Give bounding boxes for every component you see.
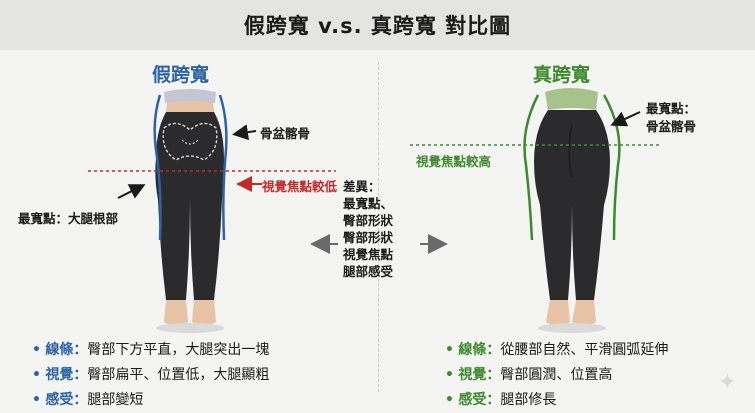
bullet-icon: • bbox=[32, 392, 41, 408]
right-hips bbox=[534, 110, 610, 205]
difference-line: 差異： bbox=[343, 179, 381, 194]
right-foot-r bbox=[572, 300, 596, 326]
bullet-key: 線條 bbox=[458, 342, 487, 358]
list-item: • 視覺：臀部扁平、位置低，大腿顯粗 bbox=[32, 363, 269, 388]
bullet-key: 視覺 bbox=[45, 367, 74, 383]
left-leg-r bbox=[190, 200, 222, 300]
left-figure bbox=[88, 89, 336, 333]
right-foot-l bbox=[546, 300, 570, 326]
bullet-colon: ： bbox=[73, 342, 88, 358]
bullet-colon: ： bbox=[486, 392, 501, 408]
difference-list: 差異： 最寬點、 臀部形狀 臀部形狀 視覺焦點 腿部感受 bbox=[343, 178, 415, 280]
difference-line: 最寬點、 bbox=[343, 196, 394, 211]
right-panel-title: 真跨寬 bbox=[533, 64, 591, 86]
left-top bbox=[164, 89, 216, 103]
sparkle-icon: ✦ bbox=[718, 370, 737, 395]
bullet-key: 感受 bbox=[458, 392, 487, 408]
left-bullet-list: • 線條：臀部下方平直，大腿突出一塊 • 視覺：臀部扁平、位置低，大腿顯粗 • … bbox=[32, 338, 269, 413]
bullet-icon: • bbox=[445, 367, 454, 383]
bullet-icon: • bbox=[445, 342, 454, 358]
list-item: • 感受：腿部修長 bbox=[445, 388, 668, 413]
right-focus-label: 視覺焦點較高 bbox=[416, 154, 492, 169]
bullet-key: 線條 bbox=[45, 342, 74, 358]
bullet-icon: • bbox=[32, 367, 41, 383]
list-item: • 線條：臀部下方平直，大腿突出一塊 bbox=[32, 338, 269, 363]
bullet-text: 臀部下方平直，大腿突出一塊 bbox=[87, 342, 270, 358]
bullet-text: 臀部扁平、位置低，大腿顯粗 bbox=[87, 367, 270, 383]
right-widest-label-1: 最寬點： bbox=[646, 101, 697, 116]
left-panel-title: 假跨寬 bbox=[152, 64, 210, 86]
difference-line: 視覺焦點 bbox=[343, 247, 394, 262]
bullet-icon: • bbox=[32, 342, 41, 358]
bullet-icon: • bbox=[445, 392, 454, 408]
list-item: • 感受：腿部變短 bbox=[32, 388, 269, 413]
page-title: 假跨寬 v.s. 真跨寬 對比圖 bbox=[243, 14, 512, 38]
left-contour-line bbox=[153, 94, 162, 241]
right-bullet-list: • 線條：從腰部自然、平滑圓弧延伸 • 視覺：臀部圓潤、位置高 • 感受：腿部修… bbox=[445, 338, 668, 413]
right-widest-label-2: 骨盆髂骨 bbox=[646, 119, 697, 134]
bullet-colon: ： bbox=[486, 367, 501, 383]
bullet-key: 視覺 bbox=[458, 367, 487, 383]
bullet-key: 感受 bbox=[45, 392, 74, 408]
bullet-text: 臀部圓潤、位置高 bbox=[500, 367, 613, 383]
left-focus-label: 視覺焦點較低 bbox=[262, 179, 338, 194]
bullet-colon: ： bbox=[73, 367, 88, 383]
left-widest-label: 最寬點：大腿根部 bbox=[18, 211, 119, 226]
difference-line: 臀部形狀 bbox=[343, 230, 394, 245]
left-hips bbox=[155, 112, 225, 200]
bullet-text: 腿部修長 bbox=[500, 392, 557, 408]
center-divider bbox=[378, 62, 379, 392]
left-leg-l bbox=[158, 200, 190, 300]
list-item: • 線條：從腰部自然、平滑圓弧延伸 bbox=[445, 338, 668, 363]
left-foot-r bbox=[192, 300, 216, 326]
bullet-text: 從腰部自然、平滑圓弧延伸 bbox=[500, 342, 669, 358]
pelvis-icon bbox=[162, 122, 218, 161]
right-leg-r bbox=[572, 205, 604, 300]
left-pelvis-label: 骨盆髂骨 bbox=[260, 126, 311, 141]
right-figure bbox=[410, 88, 660, 333]
right-top bbox=[545, 88, 598, 110]
bullet-text: 腿部變短 bbox=[87, 392, 144, 408]
difference-line: 臀部形狀 bbox=[343, 213, 394, 228]
bullet-colon: ： bbox=[486, 342, 501, 358]
left-foot-l bbox=[164, 300, 188, 326]
list-item: • 視覺：臀部圓潤、位置高 bbox=[445, 363, 668, 388]
title-bar: 假跨寬 v.s. 真跨寬 對比圖 bbox=[0, 0, 755, 50]
right-leg-l bbox=[540, 205, 572, 300]
right-contour-line bbox=[523, 94, 540, 241]
difference-line: 腿部感受 bbox=[343, 264, 394, 279]
bullet-colon: ： bbox=[73, 392, 88, 408]
